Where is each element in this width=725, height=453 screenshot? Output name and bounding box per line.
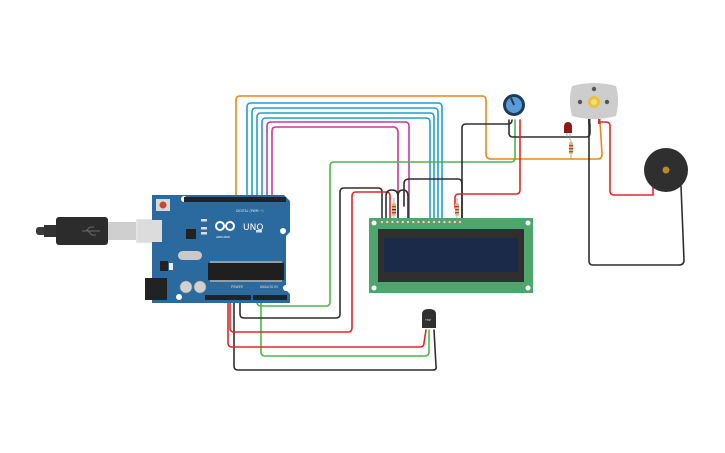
usb-plug-metal [108, 222, 136, 240]
lcd-pin[interactable] [416, 220, 420, 224]
arduino-brand-label: ARDUINO [216, 235, 231, 239]
piezo-buzzer[interactable] [644, 148, 688, 192]
temp-sensor-marking: TMP [424, 318, 431, 322]
lcd-pin[interactable] [422, 220, 426, 224]
usb-cable-strain-relief [44, 225, 56, 237]
usb-chip [186, 229, 196, 239]
wire-magenta-1[interactable] [266, 121, 410, 222]
wire-red-motor-piezo[interactable] [598, 121, 654, 196]
regulator [160, 261, 168, 271]
wire-blue-3[interactable] [256, 112, 435, 222]
regulator-tab [169, 263, 173, 270]
temp-sensor-body [422, 309, 436, 328]
power-jack [145, 278, 167, 300]
lcd-pins[interactable] [380, 220, 462, 224]
lcd-pin[interactable] [396, 220, 400, 224]
lcd-pin[interactable] [385, 220, 389, 224]
wire-black-lcd-top[interactable] [403, 178, 463, 222]
l-led [201, 219, 207, 222]
mount-hole [176, 294, 182, 300]
lcd-pin[interactable] [406, 220, 410, 224]
lcd-pin[interactable] [390, 220, 394, 224]
wire-black-pot-gnd[interactable] [461, 119, 513, 222]
lcd-pin[interactable] [442, 220, 446, 224]
chip-pins [210, 261, 282, 282]
lcd-pin[interactable] [432, 220, 436, 224]
led[interactable] [564, 122, 572, 140]
motor-screw [604, 99, 610, 105]
wire-red-5v-lcd[interactable] [229, 191, 391, 333]
wire-black-pot-led[interactable] [508, 119, 591, 138]
piezo-center [662, 166, 670, 174]
wire-green-pot[interactable] [256, 119, 516, 307]
mount-hole [371, 285, 377, 291]
lcd-pin[interactable] [401, 220, 405, 224]
lcd-pin[interactable] [448, 220, 452, 224]
atmega-chip [208, 263, 284, 280]
mount-hole [525, 220, 531, 226]
wires [227, 95, 685, 371]
resistor-lcd-1[interactable] [392, 198, 396, 221]
lcd-pin[interactable] [458, 220, 462, 224]
mount-hole [525, 285, 531, 291]
power-header[interactable] [205, 295, 251, 300]
wire-green-temp[interactable] [260, 295, 430, 357]
digital-header[interactable] [184, 197, 286, 202]
arduino-uno[interactable]: UNO ARDUINO DIGITAL (PWM ~) POWER ANALOG… [138, 195, 290, 303]
dc-motor[interactable] [570, 83, 618, 124]
capacitor [193, 280, 207, 294]
capacitor [179, 280, 193, 294]
lcd-pin[interactable] [437, 220, 441, 224]
analog-header-label: ANALOG IN [260, 285, 278, 289]
on-led [256, 230, 262, 233]
wire-red-lcd-pot[interactable] [454, 119, 521, 209]
wire-blue-2[interactable] [251, 107, 439, 222]
lcd-display[interactable] [369, 218, 533, 293]
lcd-screen [384, 238, 518, 272]
usb-cable-end [36, 227, 46, 235]
wire-blue-1[interactable] [246, 102, 443, 222]
lcd-pin[interactable] [380, 220, 384, 224]
potentiometer-indicator [510, 97, 515, 106]
arduino-logo-icon [215, 221, 235, 231]
analog-header[interactable] [253, 295, 287, 300]
lcd-pin[interactable] [411, 220, 415, 224]
motor-screw [591, 86, 597, 92]
mount-hole [280, 228, 286, 234]
resistor-lcd-2[interactable] [455, 198, 459, 221]
wire-black-lcd-loop[interactable] [385, 189, 409, 222]
led-body [564, 122, 572, 133]
usb-icon [82, 226, 100, 236]
wire-black-motor-piezo[interactable] [588, 123, 685, 266]
mount-hole [283, 285, 289, 291]
wire-red-5v-temp[interactable] [227, 295, 427, 348]
mount-hole [371, 220, 377, 226]
digital-header-label: DIGITAL (PWM ~) [236, 209, 263, 213]
lcd-pin[interactable] [453, 220, 457, 224]
wire-black-gnd-1[interactable] [239, 187, 383, 319]
wire-orange[interactable] [235, 95, 603, 200]
motor-terminal-neg [588, 119, 591, 124]
power-header-label: POWER [231, 285, 244, 289]
reset-button-cap [159, 201, 167, 209]
gear-icon [588, 96, 600, 108]
potentiometer[interactable] [503, 94, 525, 116]
usb-jack [138, 220, 162, 242]
wire-black-gnd-2[interactable] [233, 295, 437, 371]
motor-screw [577, 99, 583, 105]
crystal [178, 251, 202, 260]
temperature-sensor[interactable]: TMP [422, 309, 436, 328]
lcd-pin[interactable] [427, 220, 431, 224]
resistor-led[interactable] [569, 140, 573, 159]
motor-terminal-pos [598, 119, 601, 124]
tx-led [201, 227, 207, 230]
arduino-model-label: UNO [243, 223, 263, 233]
wire-magenta-2[interactable] [271, 126, 399, 222]
rx-led [201, 232, 207, 235]
wire-blue-4[interactable] [261, 117, 431, 222]
